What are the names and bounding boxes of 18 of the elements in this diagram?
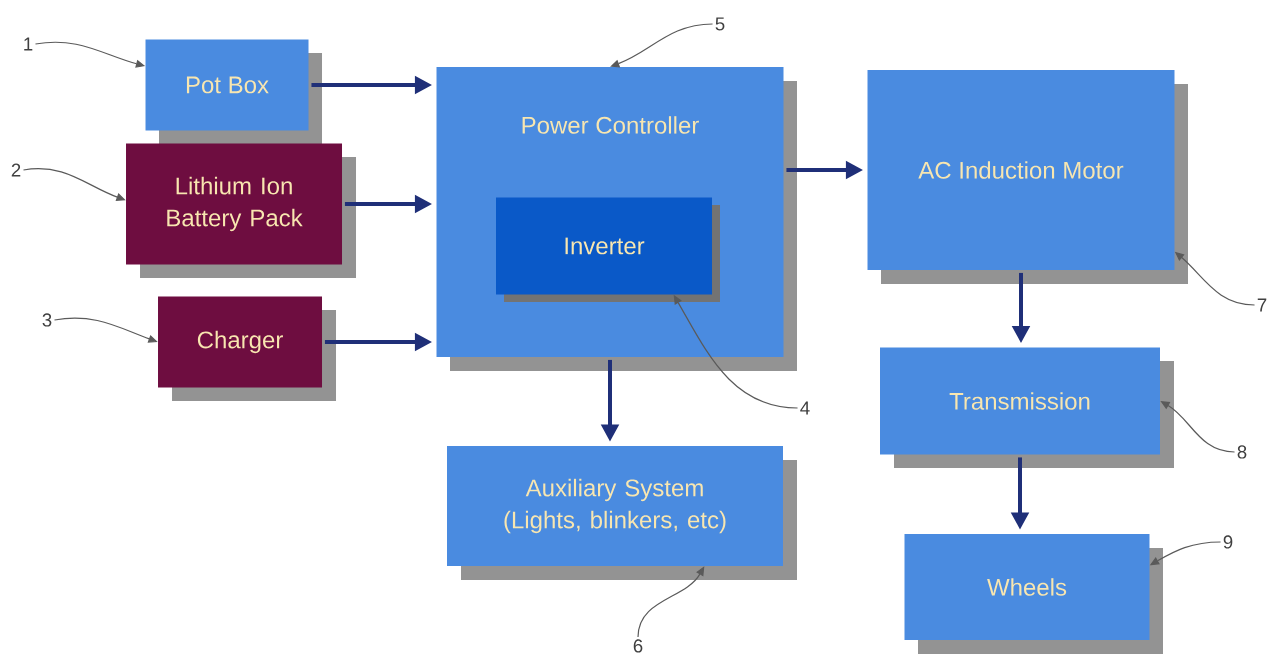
callout-number: 8	[1237, 445, 1247, 459]
component-box: Wheels	[904, 534, 1150, 640]
callout-number: 2	[11, 163, 21, 177]
callout-number: 1	[24, 37, 33, 51]
callout-number: 5	[715, 17, 725, 31]
callout-number: 6	[633, 639, 643, 653]
inverter-box: Inverter	[496, 197, 720, 302]
component-box: Lithium Ion Battery Pack	[126, 143, 342, 265]
callout-number: 9	[1223, 535, 1233, 549]
component-box: Auxiliary System (Lights, blinkers, etc)	[447, 446, 783, 566]
component-box: Transmission	[880, 347, 1160, 455]
callout-number: 7	[1257, 298, 1267, 312]
callout-number: 3	[42, 313, 52, 327]
component-box: Charger	[158, 296, 322, 388]
component-box: Pot Box	[145, 39, 309, 131]
callout-number: 4	[800, 401, 810, 415]
component-box: AC Induction Motor	[867, 70, 1175, 270]
leader-line	[610, 23, 714, 68]
